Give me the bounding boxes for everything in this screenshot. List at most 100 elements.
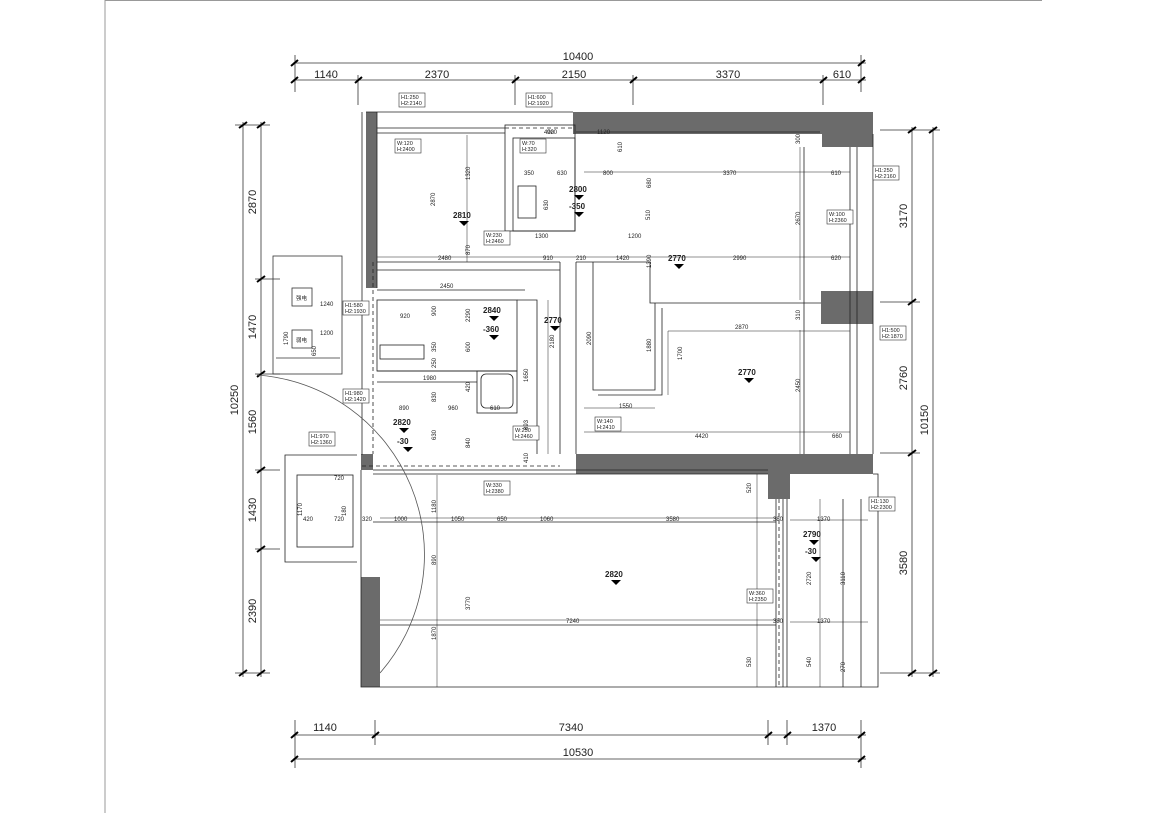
inner-dim: 1050	[451, 517, 465, 523]
elevation-symbol	[550, 326, 560, 331]
inner-dim: 620	[831, 256, 842, 262]
spec-tag: H:2460	[515, 434, 533, 440]
inner-dim: 1120	[597, 130, 611, 136]
top-overall-dim: 10400	[563, 51, 594, 63]
elevation-label: 2820	[393, 418, 411, 427]
bottom-dim-1: 1140	[313, 722, 337, 734]
inner-dim: 630	[557, 171, 568, 177]
inner-dim: 2480	[438, 256, 452, 262]
elevation-symbol	[574, 212, 584, 217]
inner-dim: 800	[603, 171, 614, 177]
spec-tag: H:2360	[829, 218, 847, 224]
right-dimension-chain	[880, 126, 940, 677]
bottom-dimension-chain	[290, 720, 866, 768]
inner-dim: 910	[543, 256, 554, 262]
spec-tag: H2:1870	[882, 334, 903, 340]
partition-lines	[256, 111, 879, 688]
elevation-symbol	[489, 335, 499, 340]
inner-dim: 1550	[619, 404, 633, 410]
inner-dim: 2870	[431, 192, 437, 206]
inner-dim: 650	[312, 345, 318, 356]
inner-dim: 380	[773, 517, 784, 523]
spec-tag: H1:130	[871, 499, 889, 505]
inner-dim: 540	[807, 656, 813, 667]
elevation-label: -350	[569, 202, 586, 211]
inner-dim: 300	[796, 133, 802, 144]
spec-tag: H2:1920	[528, 101, 549, 107]
inner-dim: 420	[466, 381, 472, 392]
inner-dim: 3370	[723, 171, 737, 177]
inner-dim: 530	[747, 656, 753, 667]
inner-dim: 1060	[540, 517, 554, 523]
elevation-symbol	[809, 540, 819, 545]
right-dim-1: 3170	[898, 204, 910, 228]
inner-dim: 210	[576, 256, 587, 262]
spec-tag: H:2350	[749, 597, 767, 603]
inner-dim: 3580	[666, 517, 680, 523]
inner-dim: 1320	[466, 166, 472, 180]
left-dim-1: 2870	[247, 190, 259, 214]
elevation-symbol	[403, 447, 413, 452]
left-dim-4: 1430	[247, 498, 259, 522]
inner-dim: 350	[524, 171, 535, 177]
right-overall-dim: 10150	[919, 405, 931, 436]
inner-dim: 830	[432, 391, 438, 402]
inner-dim: 630	[432, 429, 438, 440]
inner-dim: 900	[432, 305, 438, 316]
inner-dim: 4420	[695, 434, 709, 440]
spec-tag: H2:2140	[401, 101, 422, 107]
spec-tag: H2:1360	[311, 440, 332, 446]
elevation-label: -30	[397, 437, 409, 446]
panel-label-strong: 强电	[296, 294, 308, 302]
inner-dim: 420	[303, 517, 314, 523]
spec-tag: W:70	[522, 141, 535, 147]
inner-dim: 180	[342, 505, 348, 516]
inner-dim: 2290	[466, 308, 472, 322]
elevation-label: 2770	[738, 368, 756, 377]
spec-tag: W:330	[486, 483, 502, 489]
elevation-symbol	[574, 195, 584, 200]
spec-tag: H2:2160	[875, 174, 896, 180]
elevation-symbol	[744, 378, 754, 383]
elevation-label: 2770	[668, 254, 686, 263]
top-dim-1: 1140	[314, 69, 338, 81]
inner-dim: 520	[747, 482, 753, 493]
inner-dim: 1300	[535, 234, 549, 240]
spec-tag: H:2460	[486, 239, 504, 245]
inner-dim: 2450	[796, 378, 802, 392]
elevation-symbol	[611, 580, 621, 585]
spec-tag: W:100	[829, 212, 845, 218]
inner-dim: 630	[544, 199, 550, 210]
inner-dim: 380	[773, 619, 784, 625]
inner-dim: 720	[334, 476, 345, 482]
spec-tag: H1:250	[401, 95, 419, 101]
spec-tag: H:2410	[597, 425, 615, 431]
inner-dim: 660	[832, 434, 843, 440]
spec-tag: H2:1420	[345, 397, 366, 403]
left-dim-2: 1470	[247, 315, 259, 339]
inner-dim: 610	[618, 141, 624, 152]
spec-tag: W:250	[515, 428, 531, 434]
inner-dim: 1650	[524, 368, 530, 382]
elevation-symbol	[489, 316, 499, 321]
inner-dim: 680	[647, 177, 653, 188]
spec-tag: H1:970	[311, 434, 329, 440]
spec-tag: H2:2300	[871, 505, 892, 511]
spec-tag: W:140	[597, 419, 613, 425]
inner-dim: 400	[544, 130, 555, 136]
left-dim-3: 1560	[247, 410, 259, 434]
inner-dim: 350	[432, 341, 438, 352]
interior-dimension-texts: 1320 2870 870 2480 2450 900 920 2290 600…	[284, 130, 847, 672]
inner-dim: 270	[841, 661, 847, 672]
spec-tag: H1:250	[875, 168, 893, 174]
elevation-label: 2840	[483, 306, 501, 315]
spec-tag-boxes	[308, 92, 907, 604]
inner-dim: 1790	[284, 331, 290, 345]
spec-tag: W:360	[749, 591, 765, 597]
inner-dim: 1180	[432, 499, 438, 513]
inner-dim: 3770	[466, 596, 472, 610]
spec-tag: H1:500	[882, 328, 900, 334]
inner-dim: 1870	[432, 626, 438, 640]
inner-dim: 320	[362, 517, 373, 523]
